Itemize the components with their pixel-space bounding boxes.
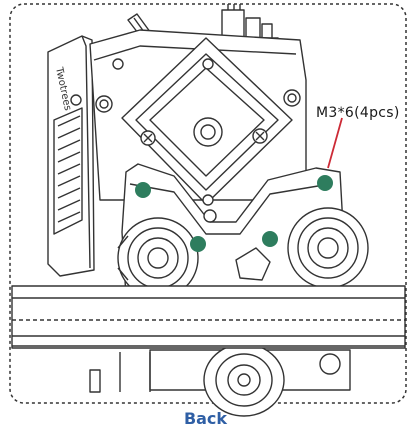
left-wheel xyxy=(117,217,199,299)
callout-leader-line xyxy=(327,117,343,169)
stepper-motor xyxy=(121,37,293,206)
screw-marker xyxy=(317,175,333,191)
screw-marker xyxy=(190,236,206,252)
bottom-wheel xyxy=(89,343,351,417)
rail-extrusion xyxy=(11,285,406,349)
right-wheel xyxy=(287,207,369,289)
fan-grille xyxy=(53,107,83,235)
screw-marker xyxy=(135,182,151,198)
screw-marker xyxy=(262,231,278,247)
dashed-frame xyxy=(9,3,407,404)
screw-spec-label: M3*6(4pcs) xyxy=(316,105,400,121)
view-caption: Back xyxy=(183,409,228,428)
